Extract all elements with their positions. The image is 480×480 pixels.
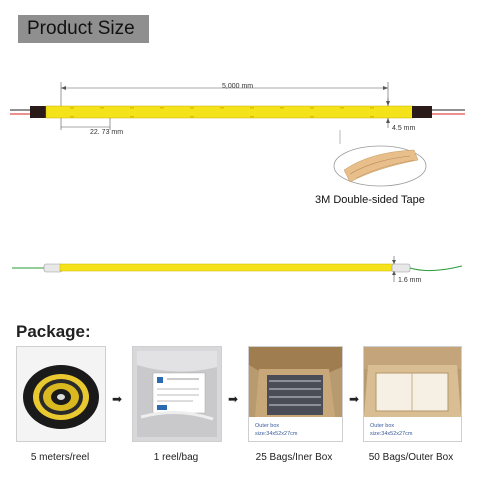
inner-box-image bbox=[249, 347, 342, 441]
strip-dots bbox=[70, 107, 374, 118]
product-size-banner: Product Size bbox=[18, 15, 149, 43]
left-connector bbox=[30, 106, 48, 118]
photo-inner-box: Outer box size:34x52x27cm bbox=[248, 346, 343, 442]
photo-reel bbox=[16, 346, 106, 442]
caption-outer-box: 50 Bags/Outer Box bbox=[368, 452, 454, 463]
tape-magnifier bbox=[333, 130, 427, 187]
caption-reel: 5 meters/reel bbox=[30, 452, 90, 463]
inner-box-note-2: size:34x52x27cm bbox=[255, 431, 298, 437]
tape-shape bbox=[343, 149, 419, 183]
right-side-connector bbox=[391, 263, 411, 273]
thickness-label: 1.6 mm bbox=[398, 277, 422, 284]
arrow-3: ➡ bbox=[349, 392, 360, 406]
led-strip-side bbox=[59, 263, 395, 272]
arrow-2: ➡ bbox=[228, 392, 239, 406]
length-label: 5,000 mm bbox=[222, 83, 254, 90]
width-label: 4.5 mm bbox=[392, 125, 416, 132]
photo-bag bbox=[132, 346, 222, 442]
caption-bag: 1 reel/bag bbox=[153, 452, 199, 463]
strip-top-diagram bbox=[10, 82, 465, 130]
arrow-1: ➡ bbox=[112, 392, 123, 406]
tape-label: 3M Double-sided Tape bbox=[315, 194, 425, 206]
page-title: Product Size bbox=[27, 18, 135, 39]
package-title: Package: bbox=[16, 322, 91, 341]
inner-box-note-1: Outer box bbox=[255, 423, 280, 429]
photo-outer-box: Outer box size:34x52x27cm bbox=[363, 346, 462, 442]
outer-box-image bbox=[364, 347, 461, 441]
outer-box-note-1: Outer box bbox=[370, 423, 395, 429]
caption-inner-box: 25 Bags/Iner Box bbox=[255, 452, 333, 463]
bag-image bbox=[137, 351, 217, 437]
segment-label: 22. 73 mm bbox=[90, 129, 124, 136]
strip-side-diagram bbox=[12, 256, 463, 282]
right-connector bbox=[412, 106, 432, 118]
left-side-connector bbox=[43, 263, 63, 273]
outer-box-note-2: size:34x52x27cm bbox=[370, 431, 413, 437]
reel-image bbox=[23, 365, 99, 429]
